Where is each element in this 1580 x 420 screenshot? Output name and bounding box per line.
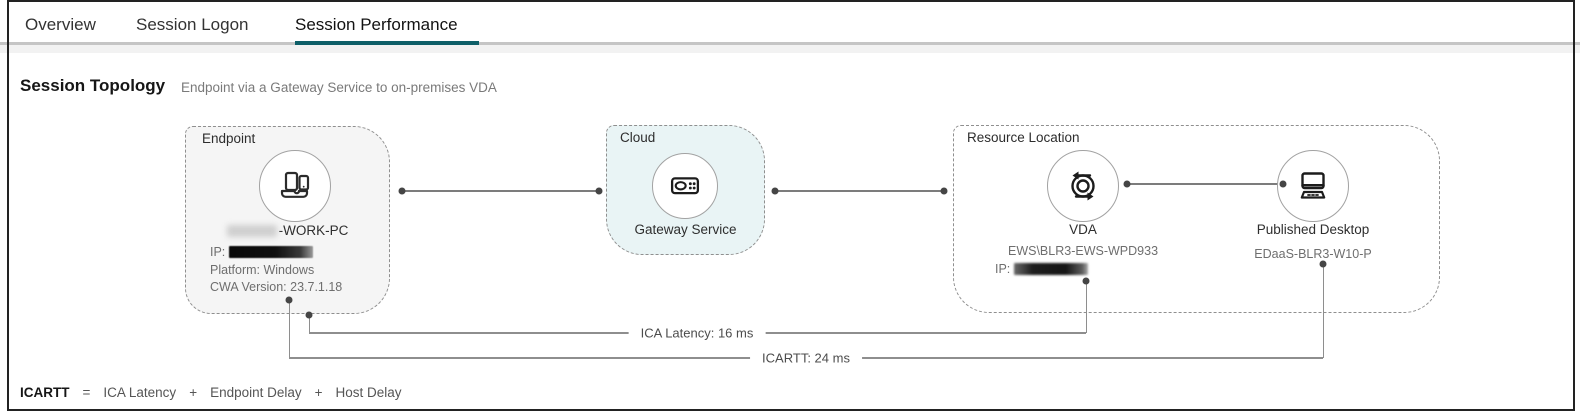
endpoint-ip-label: IP: <box>210 245 226 259</box>
endpoint-group-label: Endpoint <box>202 131 256 146</box>
page-subtitle: Endpoint via a Gateway Service to on-pre… <box>181 80 497 95</box>
gateway-service-node <box>652 153 718 219</box>
formula-plus: + <box>314 385 323 400</box>
cloud-group-label: Cloud <box>620 130 656 145</box>
icartt-formula: ICARTT = ICA Latency + Endpoint Delay + … <box>20 385 402 400</box>
endpoint-ip-row: IP: <box>210 245 314 259</box>
sync-icon <box>1061 164 1105 208</box>
tab-session-logon[interactable]: Session Logon <box>136 15 249 34</box>
icartt-value: ICARTT: 24 ms <box>750 350 862 366</box>
vda-to-published-desktop-connector <box>1127 183 1283 185</box>
gateway-icon <box>664 165 706 207</box>
formula-equals: = <box>82 385 91 400</box>
tabbar-separator <box>0 42 1580 45</box>
published-desktop-label: Published Desktop <box>1256 222 1370 237</box>
measure-dot <box>285 296 293 304</box>
connector-dot <box>1279 180 1287 188</box>
formula-part: ICA Latency <box>103 385 177 400</box>
desktop-icon <box>1291 164 1335 208</box>
formula-part: Endpoint Delay <box>210 385 302 400</box>
resource-location-group-box <box>953 125 1440 313</box>
endpoint-name-row: -WORK-PC <box>185 223 390 238</box>
connector-dot <box>940 187 948 195</box>
ica-latency-line <box>308 315 310 333</box>
endpoint-node <box>259 150 331 222</box>
tabbar-shadow <box>0 44 1580 53</box>
published-desktop-node <box>1277 150 1349 222</box>
endpoint-name-suffix: -WORK-PC <box>278 223 349 238</box>
formula-term: ICARTT <box>20 385 70 400</box>
measure-dot <box>1082 277 1090 285</box>
measure-dot <box>1319 260 1327 268</box>
endpoint-cwa-version: CWA Version: 23.7.1.18 <box>210 280 343 294</box>
vda-label: VDA <box>1069 222 1097 237</box>
published-desktop-machine-name: EDaaS-BLR3-W10-P <box>1254 247 1372 261</box>
vda-machine-name: EWS\BLR3-EWS-WPD933 <box>1007 244 1159 258</box>
endpoint-platform: Platform: Windows <box>210 263 315 277</box>
endpoint-to-cloud-connector <box>402 190 599 192</box>
cloud-to-resource-connector <box>775 190 944 192</box>
tab-session-performance[interactable]: Session Performance <box>295 15 458 34</box>
vda-ip-label: IP: <box>995 262 1011 276</box>
tab-overview[interactable]: Overview <box>25 15 96 34</box>
page-title: Session Topology <box>20 76 166 95</box>
resource-location-group-label: Resource Location <box>967 130 1080 145</box>
redacted-endpoint-ip <box>229 245 314 259</box>
icartt-line <box>1322 264 1324 358</box>
formula-part: Host Delay <box>335 385 402 400</box>
ica-latency-value: ICA Latency: 16 ms <box>628 325 766 341</box>
ica-latency-line <box>1085 281 1087 333</box>
icartt-line <box>288 300 290 358</box>
measure-dot <box>305 311 313 319</box>
connector-dot <box>398 187 406 195</box>
gateway-service-label: Gateway Service <box>634 222 737 237</box>
connector-dot <box>595 187 603 195</box>
redacted-vda-ip <box>1014 262 1089 276</box>
connector-dot <box>1123 180 1131 188</box>
redacted-endpoint-name <box>226 224 277 237</box>
vda-node <box>1047 150 1119 222</box>
vda-ip-row: IP: <box>995 262 1089 276</box>
devices-icon <box>273 164 317 208</box>
connector-dot <box>771 187 779 195</box>
active-tab-underline <box>295 41 479 45</box>
formula-plus: + <box>189 385 198 400</box>
